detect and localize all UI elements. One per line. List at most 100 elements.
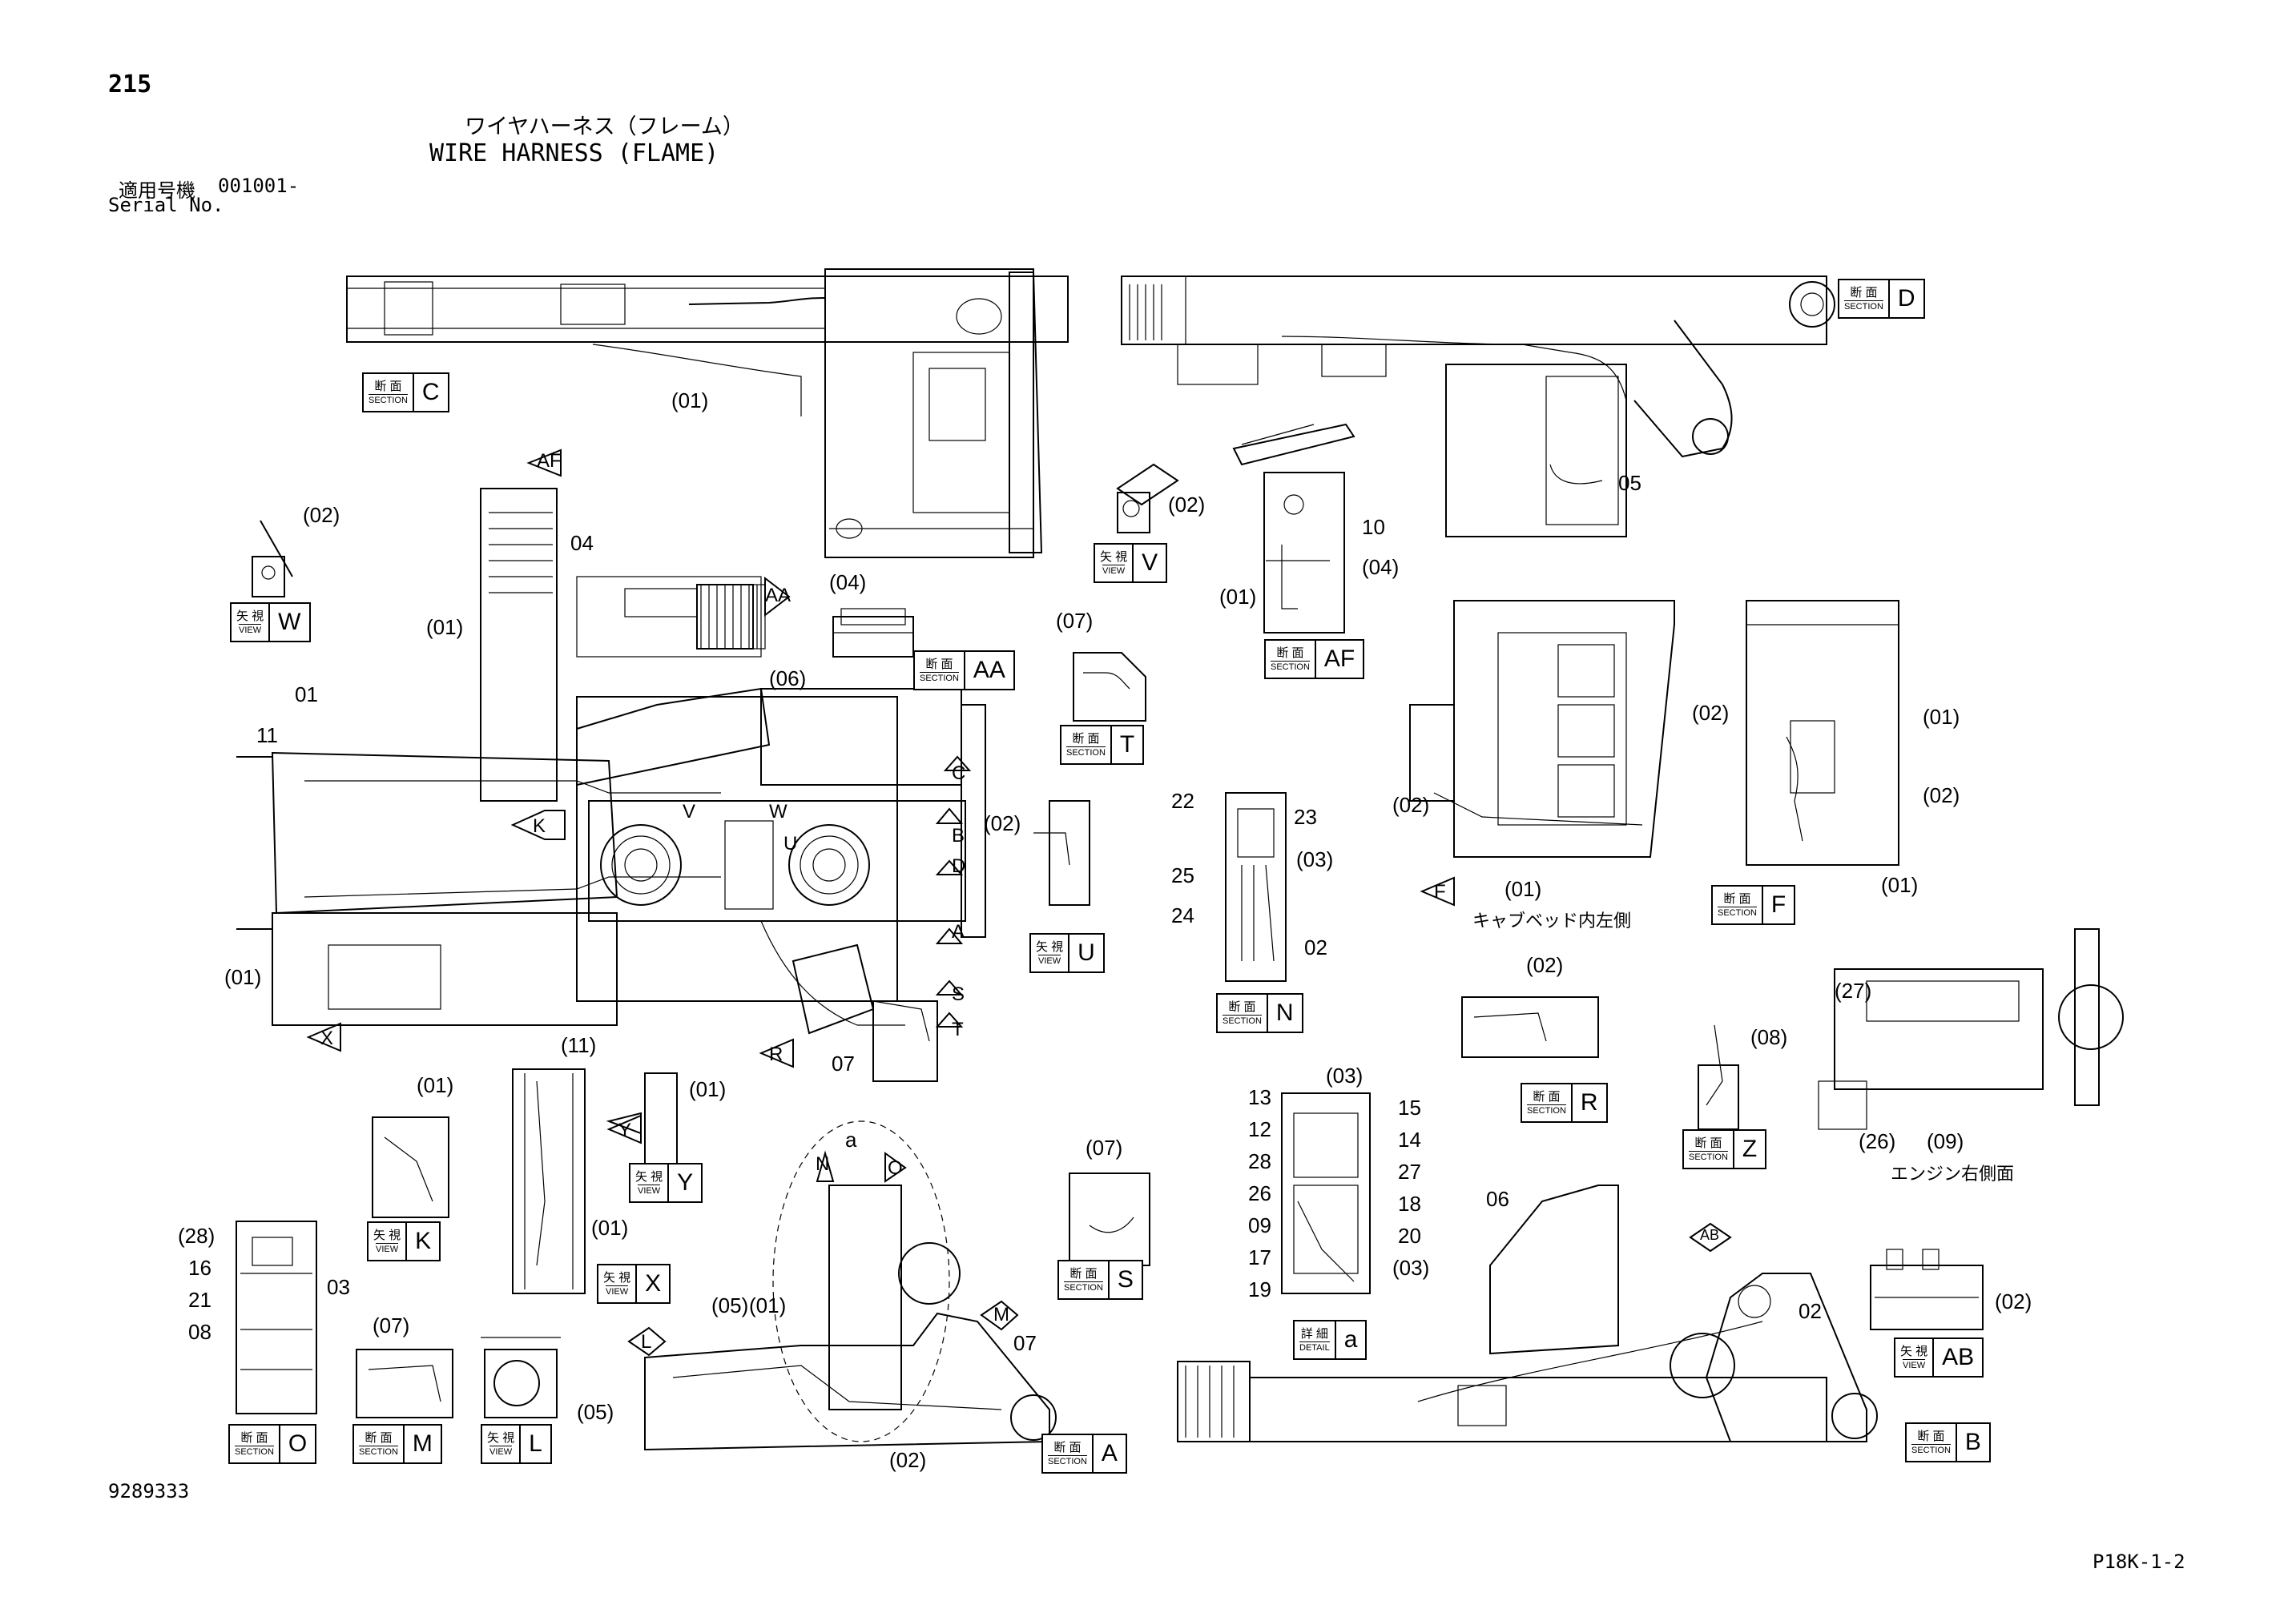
view-u-drawing (1033, 800, 1090, 906)
section-letter-n: N (1275, 1000, 1294, 1026)
callout-label: (01) (689, 1077, 727, 1101)
view-letter-u: U (1078, 939, 1095, 966)
drawing-number: 9289333 (108, 1480, 190, 1502)
caption-engine-right: エンジン右側面 (1891, 1164, 2015, 1184)
callout-label: 19 (1248, 1277, 1271, 1301)
callout-label: 03 (327, 1275, 350, 1299)
arrow-tag-r: R (769, 1044, 783, 1065)
callout-label: (01) (1881, 873, 1919, 897)
callout-label: (01) (426, 615, 464, 639)
callout-label: (03) (1296, 847, 1334, 871)
section-letter-b: B (1964, 1429, 1981, 1455)
callout-label: (06) (769, 666, 807, 690)
callout-label: (11) (561, 1033, 597, 1057)
callout-label: (03) (1326, 1064, 1364, 1088)
arrow-tag-u: U (783, 833, 798, 855)
callout-label: 09 (1248, 1213, 1271, 1237)
callout-label: (28) (178, 1224, 216, 1248)
callout-label: (02) (984, 811, 1021, 835)
callout-label: 14 (1398, 1128, 1421, 1152)
callout-label: 18 (1398, 1192, 1421, 1216)
section-letter-o: O (288, 1430, 308, 1457)
section-letter-f: F (1770, 891, 1786, 918)
callout-label: 15 (1398, 1096, 1421, 1120)
view-k-drawing (372, 1116, 449, 1218)
section-letter-d: D (1897, 285, 1915, 312)
callout-label: 25 (1171, 863, 1194, 887)
page-number: 215 (108, 70, 152, 99)
callout-label: 07 (832, 1052, 855, 1076)
arrow-tag-t: T (952, 1019, 964, 1040)
serial-label-jp: 適用号機 (119, 179, 195, 202)
callout-label: 10 (1362, 515, 1385, 539)
section-letter-m: M (412, 1430, 433, 1457)
section-r-drawing (1461, 996, 1599, 1058)
arrow-tag-s: S (952, 983, 965, 1005)
callout-label: (01) (1504, 877, 1542, 901)
section-t-drawing (1073, 652, 1146, 722)
callout-label: 16 (188, 1256, 211, 1280)
arrow-tag-af: AF (537, 450, 562, 472)
view-letter-k: K (415, 1228, 432, 1254)
arrow-tag-o: O (888, 1157, 903, 1179)
section-m-drawing (356, 1349, 453, 1418)
section-letter-c: C (421, 379, 440, 405)
section-o-drawing (236, 1221, 317, 1414)
callout-label: (02) (303, 503, 340, 527)
section-letter-r: R (1580, 1089, 1598, 1116)
callout-label: 22 (1171, 789, 1194, 813)
callout-label: (01) (749, 1293, 787, 1317)
view-letter-w: W (278, 609, 301, 635)
callout-label: 07 (1013, 1331, 1037, 1355)
callout-label: (05) (711, 1293, 749, 1317)
section-letter-z: Z (1742, 1136, 1758, 1162)
section-af-drawing (1232, 423, 1355, 634)
callout-label: 08 (188, 1320, 211, 1344)
callout-label: 28 (1248, 1149, 1271, 1173)
serial-label-en: Serial No. (108, 194, 224, 216)
callout-label: 05 (1618, 471, 1641, 495)
main-frame-drawing (236, 488, 986, 1082)
section-letter-aa: AA (973, 657, 1005, 683)
detail-a-drawing (1281, 1092, 1371, 1294)
caption-cab-bed: キャブベッド内左側 (1472, 911, 1632, 931)
view-letter-ab: AB (1942, 1344, 1975, 1370)
callout-label: 23 (1294, 805, 1317, 829)
callout-label: 12 (1248, 1117, 1271, 1141)
page-code: P18K-1-2 (2093, 1551, 2185, 1573)
arrow-tag-x: X (320, 1028, 334, 1049)
grating-panel (696, 584, 766, 650)
callout-label: (04) (829, 570, 867, 594)
arrow-tag-d: D (952, 855, 966, 877)
callout-label: (02) (889, 1448, 927, 1472)
engine-drawing (1818, 928, 2124, 1130)
arrow-tag-n: N (816, 1153, 830, 1175)
callout-label: (01) (591, 1216, 629, 1240)
callout-label: 27 (1398, 1160, 1421, 1184)
callout-label: 11 (256, 723, 278, 747)
view-l-drawing (481, 1337, 561, 1418)
title-english: WIRE HARNESS (FLAME) (429, 139, 719, 167)
callout-label: (02) (1995, 1289, 2032, 1313)
callout-label: (02) (1392, 793, 1430, 817)
section-letter-t: T (1119, 731, 1135, 758)
arrow-tag-k: K (533, 815, 546, 837)
serial-value: 001001- (218, 175, 300, 197)
arrow-tag-w: W (769, 801, 787, 823)
callout-label: 02 (1799, 1299, 1822, 1323)
callout-label: 24 (1171, 903, 1194, 927)
